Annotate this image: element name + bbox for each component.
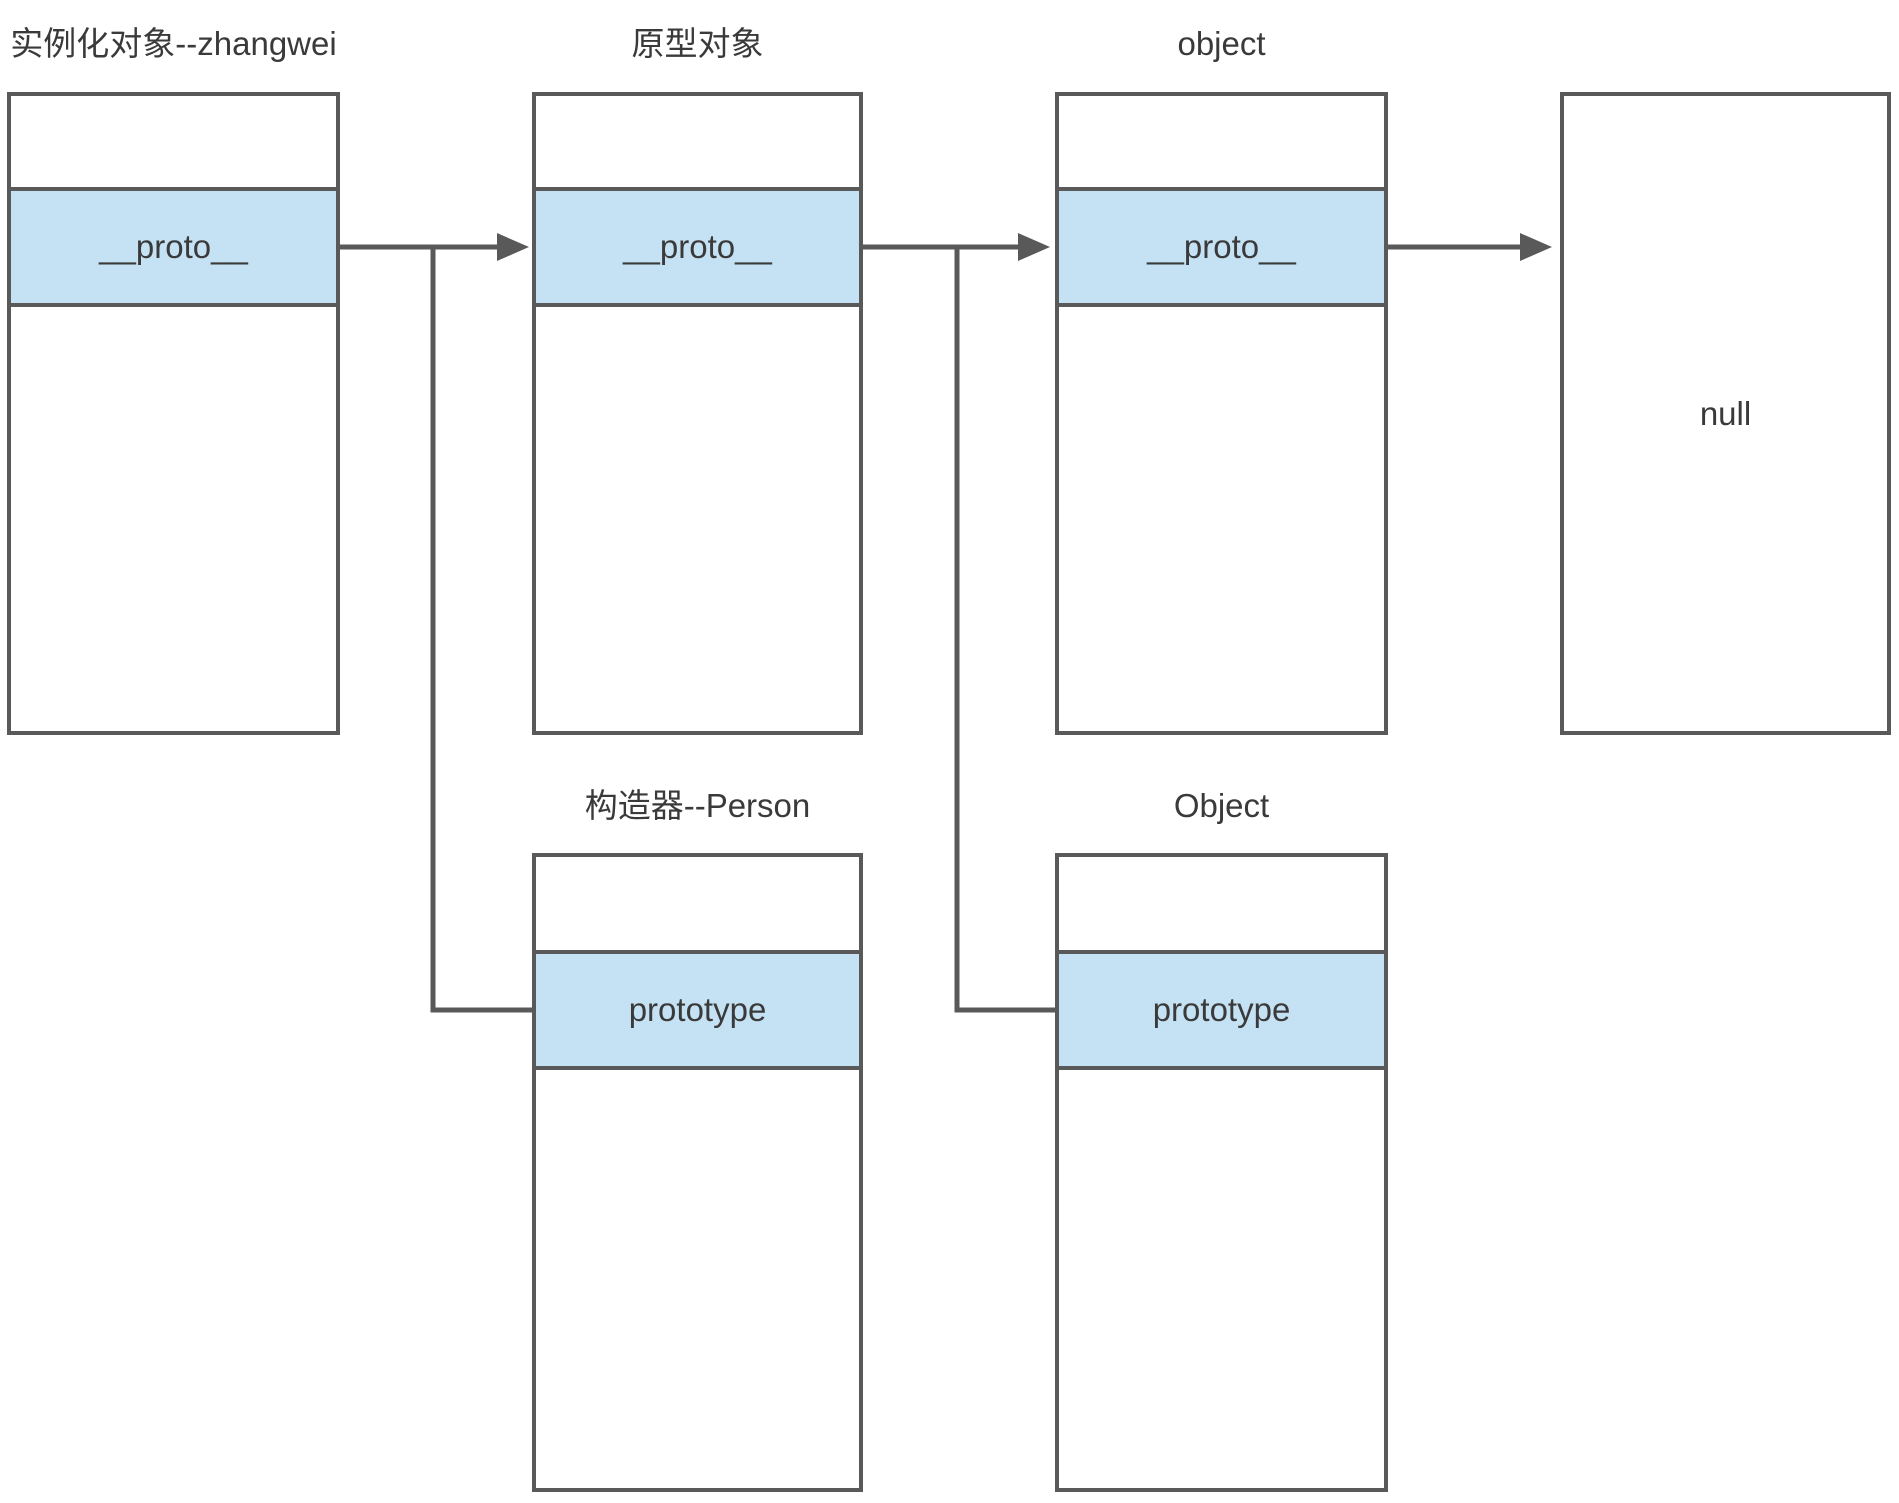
box-prototype-object-proto-label: __proto__: [623, 228, 772, 265]
box-prototype-object: __proto__: [532, 92, 863, 735]
box-object-lowercase-proto-row: __proto__: [1059, 187, 1384, 307]
box-constructor-person-prototype-row: prototype: [536, 950, 859, 1070]
box-instance-bottom-section: [11, 307, 336, 731]
arrow-instance-to-prototype-head: [497, 233, 529, 261]
box-constructor-person: prototype: [532, 853, 863, 1492]
box-prototype-object-proto-row: __proto__: [536, 187, 859, 307]
box-object-lowercase-top-section: [1059, 96, 1384, 187]
box-object-lowercase-bottom-section: [1059, 307, 1384, 731]
box-instance-proto-label: __proto__: [99, 228, 248, 265]
box-object-constructor-prototype-label: prototype: [1152, 991, 1291, 1028]
box-prototype-object-top-section: [536, 96, 859, 187]
box-null: null: [1560, 92, 1891, 735]
title-object-lowercase: object: [1177, 25, 1266, 62]
title-instance: 实例化对象--zhangwei: [10, 25, 337, 62]
title-prototype-object: 原型对象: [631, 25, 764, 62]
arrow-object-to-null-head: [1520, 233, 1552, 261]
box-object-constructor-top-section: [1059, 857, 1384, 950]
connector-object-prototype: [954, 249, 1057, 1013]
box-instance: __proto__: [7, 92, 340, 735]
box-constructor-person-top-section: [536, 857, 859, 950]
box-constructor-person-prototype-label: prototype: [628, 991, 767, 1028]
connector-person-prototype: [430, 249, 534, 1013]
title-constructor-person: 构造器--Person: [584, 787, 811, 824]
arrow-prototype-to-object-head: [1018, 233, 1050, 261]
box-object-constructor: prototype: [1055, 853, 1388, 1492]
box-object-lowercase: __proto__: [1055, 92, 1388, 735]
box-instance-proto-row: __proto__: [11, 187, 336, 307]
box-object-constructor-prototype-row: prototype: [1059, 950, 1384, 1070]
box-object-constructor-bottom-section: [1059, 1070, 1384, 1488]
box-prototype-object-bottom-section: [536, 307, 859, 731]
box-constructor-person-bottom-section: [536, 1070, 859, 1488]
box-instance-top-section: [11, 96, 336, 187]
box-object-lowercase-proto-label: __proto__: [1147, 228, 1296, 265]
null-label: null: [1699, 394, 1752, 432]
title-object-constructor: Object: [1173, 787, 1270, 824]
